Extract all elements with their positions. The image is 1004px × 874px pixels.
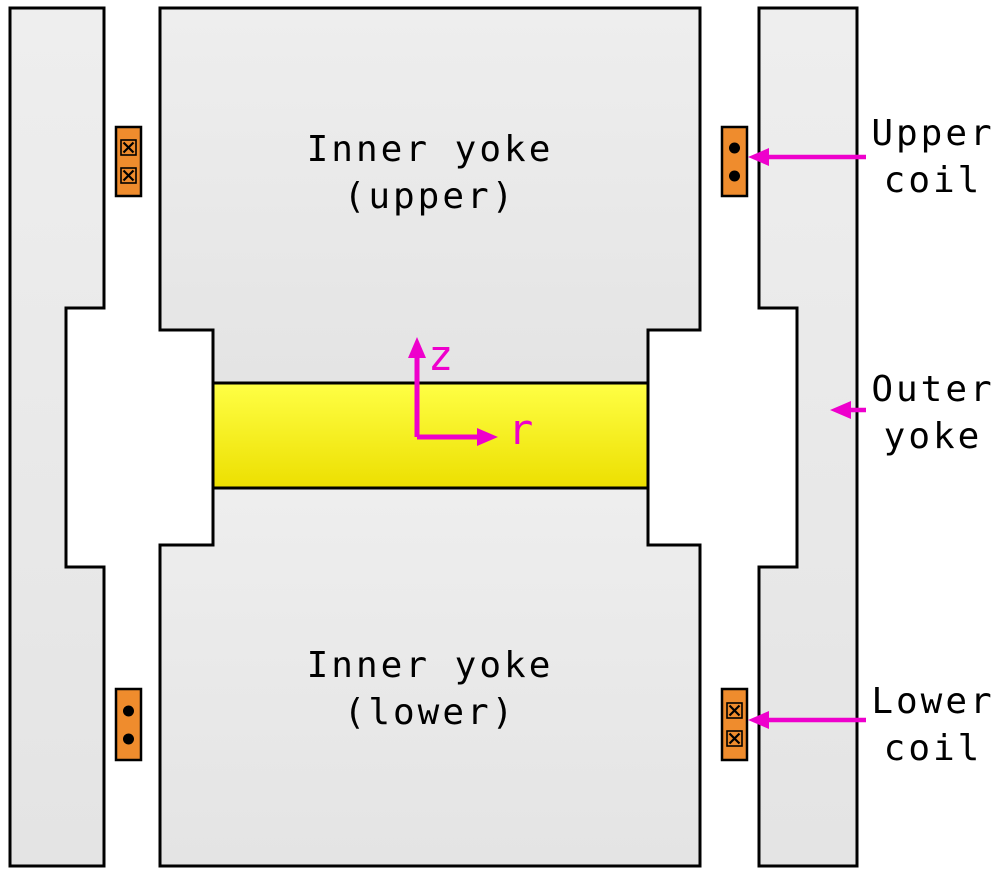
outer-yoke-label: Outer yoke — [862, 366, 1004, 460]
inner-yoke-lower-label-line2: (lower) — [343, 692, 517, 733]
upper-coil-left-section — [114, 125, 143, 198]
outer-yoke-arrow — [830, 401, 866, 419]
current-out-of-page-icon — [729, 170, 740, 182]
lower-coil-right-section — [720, 687, 749, 762]
outer-yoke-right — [757, 6, 859, 868]
lower-coil-label-line2: coil — [883, 728, 983, 769]
inner-yoke-upper-label: Inner yoke (upper) — [160, 126, 700, 220]
upper-coil-right-section — [720, 125, 749, 198]
r-axis-arrow — [417, 428, 498, 446]
lower-coil-label: Lower coil — [862, 678, 1004, 772]
inner-yoke-lower — [158, 486, 702, 868]
lower-coil-arrow — [748, 711, 866, 729]
inner-yoke-upper-label-line2: (upper) — [343, 176, 517, 217]
upper-coil-label-line2: coil — [883, 160, 983, 201]
lower-coil-left-section — [114, 687, 143, 762]
inner-yoke-lower-label-line1: Inner yoke — [306, 645, 554, 686]
z-axis-arrow — [408, 337, 426, 437]
z-axis-label: z — [428, 331, 454, 380]
upper-coil-arrow — [748, 148, 866, 166]
current-into-page-icon — [726, 702, 743, 719]
current-into-page-icon — [120, 167, 137, 184]
outer-yoke-left — [8, 6, 106, 868]
current-into-page-icon — [120, 139, 137, 156]
current-out-of-page-icon — [123, 705, 134, 717]
r-axis-label: r — [508, 405, 534, 454]
lower-coil-label-line1: Lower — [871, 681, 995, 722]
outer-yoke-label-line1: Outer — [871, 369, 995, 410]
current-out-of-page-icon — [123, 733, 134, 745]
upper-coil-label-line1: Upper — [871, 113, 995, 154]
current-out-of-page-icon — [729, 142, 740, 154]
upper-coil-label: Upper coil — [862, 110, 1004, 204]
inner-yoke-lower-label: Inner yoke (lower) — [160, 642, 700, 736]
inner-yoke-upper-label-line1: Inner yoke — [306, 129, 554, 170]
current-into-page-icon — [726, 730, 743, 747]
outer-yoke-label-line2: yoke — [883, 416, 983, 457]
